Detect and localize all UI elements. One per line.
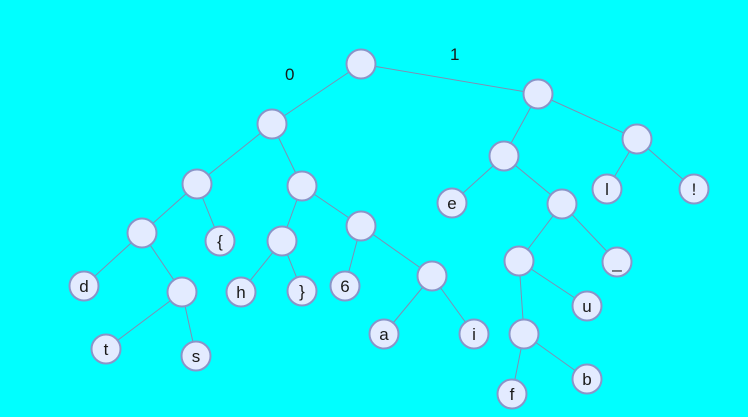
node-label: l	[605, 180, 609, 199]
node-circle	[180, 340, 212, 372]
node-circle	[286, 170, 318, 202]
node-circle	[546, 188, 578, 220]
leaf-node: l	[591, 173, 623, 205]
node-label: a	[379, 325, 389, 344]
node-circle	[522, 78, 554, 110]
node-label: {	[217, 232, 223, 251]
leaf-node: h	[225, 276, 257, 308]
internal-node	[546, 188, 578, 220]
internal-node	[416, 260, 448, 292]
internal-node	[166, 276, 198, 308]
node-circle	[601, 246, 633, 278]
internal-node	[503, 245, 535, 277]
branch-label-left: 0	[285, 65, 294, 84]
node-circle	[204, 225, 236, 257]
node-circle	[68, 270, 100, 302]
node-circle	[345, 210, 377, 242]
node-circle	[345, 48, 377, 80]
internal-node	[621, 123, 653, 155]
node-layer: { d t s h} 6 a i l! e _u f b	[68, 48, 710, 410]
node-circle	[286, 275, 318, 307]
node-label: u	[582, 297, 591, 316]
node-circle	[678, 173, 710, 205]
node-circle	[503, 245, 535, 277]
node-label: f	[510, 385, 515, 404]
leaf-node: b	[571, 363, 603, 395]
internal-node	[522, 78, 554, 110]
node-circle	[508, 318, 540, 350]
edge-n0-n00	[196, 123, 273, 185]
node-circle	[90, 333, 122, 365]
edge-root-n0	[271, 63, 362, 125]
internal-node	[345, 48, 377, 80]
internal-node	[256, 108, 288, 140]
internal-node	[488, 140, 520, 172]
node-circle	[166, 276, 198, 308]
internal-node	[126, 217, 158, 249]
node-circle	[416, 260, 448, 292]
leaf-node: t	[90, 333, 122, 365]
leaf-node: u	[571, 290, 603, 322]
internal-node	[266, 225, 298, 257]
node-circle	[621, 123, 653, 155]
node-circle	[488, 140, 520, 172]
node-circle	[436, 187, 468, 219]
internal-node	[181, 168, 213, 200]
internal-node	[345, 210, 377, 242]
node-circle	[266, 225, 298, 257]
node-label: !	[692, 180, 697, 199]
node-label: h	[236, 283, 245, 302]
leaf-node: d	[68, 270, 100, 302]
leaf-node: s	[180, 340, 212, 372]
node-circle	[181, 168, 213, 200]
node-label: 6	[340, 277, 349, 296]
node-circle	[458, 318, 490, 350]
edge-n1-n11	[537, 93, 638, 140]
node-label: s	[192, 347, 201, 366]
leaf-node: }	[286, 275, 318, 307]
leaf-node: f	[496, 378, 528, 410]
node-circle	[256, 108, 288, 140]
branch-label-right: 1	[450, 45, 459, 64]
leaf-node: _	[601, 246, 633, 278]
node-circle	[571, 290, 603, 322]
node-circle	[225, 276, 257, 308]
node-circle	[591, 173, 623, 205]
node-circle	[571, 363, 603, 395]
node-label: t	[104, 340, 109, 359]
node-label: d	[79, 277, 88, 296]
leaf-node: a	[368, 318, 400, 350]
node-label: _	[611, 253, 622, 272]
leaf-node: e	[436, 187, 468, 219]
node-label: }	[299, 282, 305, 301]
node-label: b	[582, 370, 591, 389]
node-label: e	[447, 194, 456, 213]
internal-node	[286, 170, 318, 202]
node-circle	[368, 318, 400, 350]
node-circle	[496, 378, 528, 410]
node-circle	[126, 217, 158, 249]
leaf-node: i	[458, 318, 490, 350]
node-label: i	[472, 325, 476, 344]
edge-n0001-leaf-t	[105, 291, 183, 350]
leaf-node: 6	[329, 270, 361, 302]
internal-node	[508, 318, 540, 350]
edge-root-n1	[360, 63, 539, 95]
node-circle	[329, 270, 361, 302]
leaf-node: {	[204, 225, 236, 257]
leaf-node: !	[678, 173, 710, 205]
